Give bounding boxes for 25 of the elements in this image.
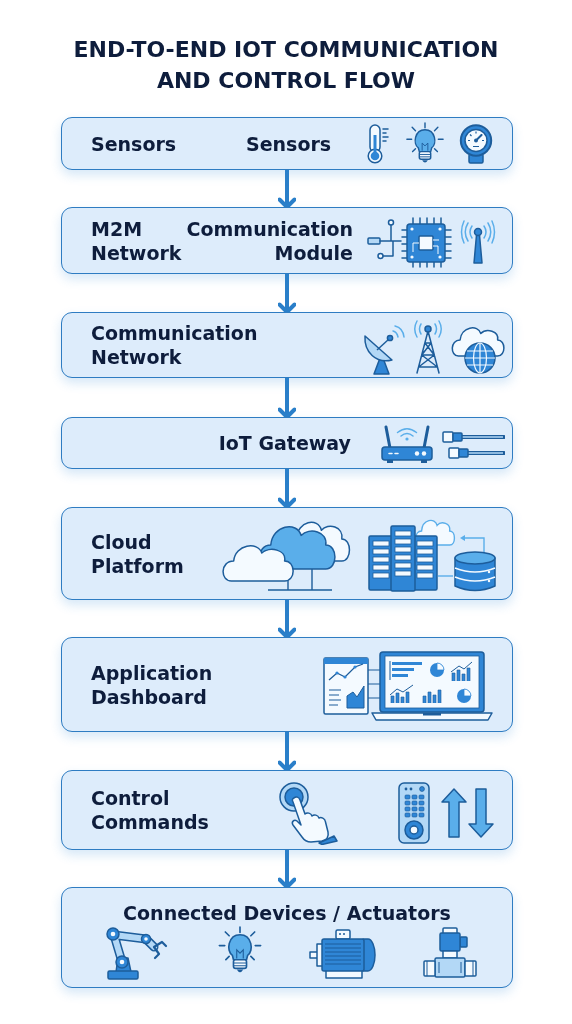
- process-box: [61, 417, 513, 469]
- process-box: [61, 117, 513, 170]
- step-label: IoT Gateway: [218, 431, 351, 455]
- diagram-title: END-TO-END IOT COMMUNICATION AND CONTROL FLOW: [72, 36, 500, 95]
- arrow: [277, 274, 297, 314]
- step-label: Connected Devices / Actuators: [123, 901, 451, 925]
- process-box: [61, 312, 513, 378]
- step-label: Sensors: [246, 131, 332, 156]
- step-label: Application Dashboard: [91, 660, 213, 709]
- process-box: [61, 507, 513, 600]
- arrow: [277, 378, 297, 419]
- arrow: [277, 732, 297, 772]
- step-label: Control Commands: [91, 786, 209, 834]
- process-box: [61, 207, 513, 274]
- step-label: Sensors: [91, 131, 177, 156]
- step-label: Communication Network: [91, 321, 258, 369]
- step-label: M2M Communication Network Module: [91, 216, 353, 265]
- arrow: [277, 850, 297, 889]
- process-box: [61, 637, 513, 732]
- process-box: [61, 770, 513, 850]
- process-box: [61, 887, 513, 988]
- step-label: Cloud Platform: [91, 529, 184, 578]
- arrow: [277, 170, 297, 209]
- arrow: [277, 469, 297, 509]
- arrow: [277, 600, 297, 639]
